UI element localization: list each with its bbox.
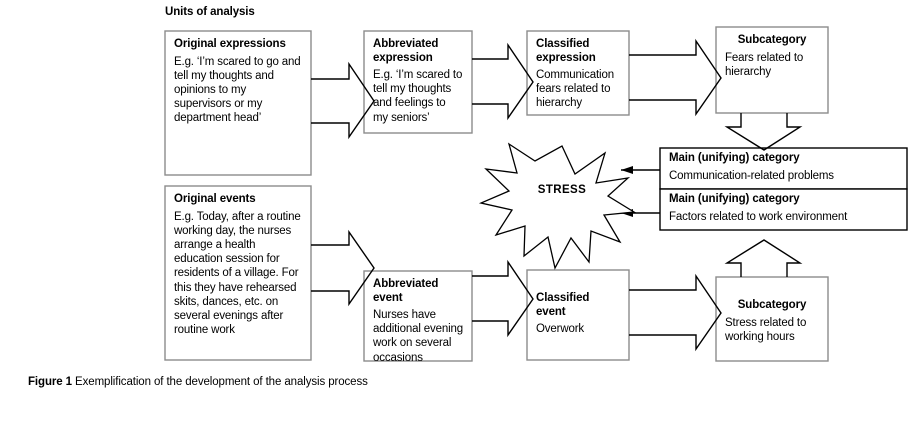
box-classified-expression: [526, 30, 630, 116]
node-title: Classified event: [536, 292, 590, 318]
arrow-class-event-to-subcat-bottom: [629, 273, 722, 352]
stress-node-label: STRESS: [537, 184, 587, 196]
box-main-category-2: [659, 188, 908, 231]
node-original-expressions: Original expressions E.g. ‘I’m scared to…: [165, 31, 311, 175]
node-body: Stress related to working hours: [725, 316, 807, 343]
node-body: E.g. ‘I’m scared to go and tell my thoug…: [174, 55, 301, 125]
node-classified-event: Classified event Overwork: [527, 270, 629, 360]
node-title: Original events: [174, 193, 256, 205]
node-subcategory-top: Subcategory Fears related to hierarchy: [716, 27, 828, 113]
figure-caption-text: Exemplification of the development of th…: [75, 376, 368, 388]
stress-starburst: [478, 142, 636, 270]
node-title: Main (unifying) category: [669, 193, 800, 205]
node-body: Fears related to hierarchy: [725, 51, 804, 78]
arrow-subcat-bottom-to-main-cat: [724, 239, 803, 277]
node-title: Classified expression: [536, 38, 596, 64]
node-abbreviated-expression: Abbreviated expression E.g. ‘I’m scared …: [364, 31, 472, 133]
node-body: Communication fears related to hierarchy: [536, 69, 614, 110]
node-classified-expression: Classified expression Communication fear…: [527, 31, 629, 115]
box-original-expressions: [164, 30, 312, 176]
node-subcategory-bottom: Subcategory Stress related to working ho…: [716, 277, 828, 361]
box-subcategory-top: [715, 26, 829, 114]
node-body: Overwork: [536, 323, 585, 335]
arrow-subcat-top-to-main-cat: [724, 113, 803, 151]
node-original-events: Original events E.g. Today, after a rout…: [165, 186, 311, 360]
box-classified-event: [526, 269, 630, 361]
node-title: Original expressions: [174, 38, 286, 50]
node-body: Communication-related problems: [669, 169, 834, 182]
node-body: E.g. ‘I’m scared to tell my thoughts and…: [373, 69, 463, 124]
node-title: Main (unifying) category: [669, 152, 800, 164]
node-title: Abbreviated expression: [373, 38, 439, 64]
arrow-orig-events-to-abbrev-event: [311, 229, 375, 307]
node-body: E.g. Today, after a routine working day,…: [174, 210, 301, 337]
box-original-events: [164, 185, 312, 361]
node-title: Subcategory: [737, 299, 807, 311]
arrow-orig-expr-to-abbrev-expr: [311, 61, 375, 140]
figure-caption: Figure 1 Exemplification of the developm…: [28, 376, 368, 388]
units-of-analysis-label: Units of analysis: [165, 6, 255, 18]
box-abbreviated-expression: [363, 30, 473, 134]
node-body: Factors related to work environment: [669, 210, 848, 223]
node-abbreviated-event: Abbreviated event Nurses have additional…: [364, 271, 472, 364]
node-title: Subcategory: [737, 34, 807, 46]
arrowhead-main-cat-1: [621, 166, 633, 174]
arrow-abbrev-event-to-class-event: [472, 259, 534, 338]
arrow-class-expr-to-subcat-top: [629, 38, 722, 117]
arrow-abbrev-expr-to-class-expr: [472, 42, 534, 121]
box-abbreviated-event: [363, 270, 473, 362]
node-body: Nurses have additional evening work on s…: [373, 309, 464, 364]
node-main-category-1: Main (unifying) category Communication-r…: [660, 148, 907, 189]
node-title: Abbreviated event: [373, 278, 439, 304]
node-main-category-2: Main (unifying) category Factors related…: [660, 189, 907, 230]
figure-caption-label: Figure 1: [28, 376, 72, 388]
